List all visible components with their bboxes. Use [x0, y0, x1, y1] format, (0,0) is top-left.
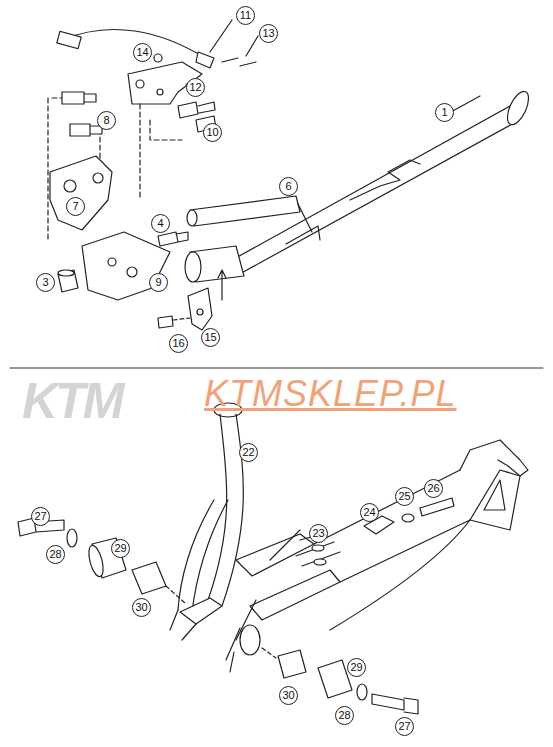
callout-number: 3	[36, 273, 55, 292]
washer	[67, 529, 77, 547]
stand-bracket	[50, 156, 112, 230]
return-spring	[190, 196, 300, 226]
washer	[402, 514, 414, 522]
callout-number: 28	[46, 545, 65, 564]
bolt	[62, 92, 96, 104]
assembly-line	[48, 98, 182, 240]
watermark: KTM	[22, 376, 121, 426]
screw	[158, 316, 173, 328]
callout-number: 15	[201, 328, 220, 347]
callout-number: 29	[111, 539, 130, 558]
callout-number: 9	[149, 273, 168, 292]
callout-number: 7	[66, 197, 85, 216]
callout-number: 27	[31, 507, 50, 526]
callout-number: 4	[151, 214, 170, 233]
callout-number: 16	[169, 334, 188, 353]
sensor-bracket	[188, 288, 212, 330]
screw	[222, 58, 256, 66]
stand-plate	[82, 232, 170, 300]
side-stand-switch	[196, 52, 214, 68]
stand-lever	[460, 440, 528, 476]
callout-number: 30	[279, 686, 298, 705]
callout-number: 10	[203, 123, 222, 142]
callout-number: 27	[395, 717, 414, 736]
spacer-sleeve	[132, 562, 166, 594]
callout-number: 13	[259, 24, 278, 43]
pin	[420, 498, 454, 516]
nut	[154, 54, 162, 62]
spacer-sleeve	[278, 650, 306, 678]
cable-plug	[57, 31, 81, 48]
callout-number: 24	[360, 503, 379, 522]
side-stand	[232, 106, 516, 276]
bushing	[58, 270, 78, 292]
callout-number: 30	[132, 598, 151, 617]
callout-number: 1	[435, 103, 454, 122]
leader-line	[210, 20, 232, 52]
callout-number: 28	[335, 706, 354, 725]
stand-foot	[503, 88, 533, 127]
callout-number: 11	[236, 6, 255, 25]
callout-number: 22	[239, 443, 258, 462]
watermark: KTMSKLEP.PL	[204, 376, 456, 412]
callout-number: 6	[279, 177, 298, 196]
callout-number: 26	[424, 479, 443, 498]
bolt	[70, 124, 102, 136]
callout-number: 8	[97, 111, 116, 130]
divider-line	[10, 367, 543, 368]
washer	[357, 684, 367, 700]
pivot-pin	[158, 232, 188, 246]
bolt	[178, 102, 215, 118]
bolt	[372, 694, 418, 714]
callout-number: 29	[347, 658, 366, 677]
leader-line	[246, 36, 258, 56]
center-stand	[208, 414, 243, 606]
hook	[350, 160, 420, 200]
callout-number: 14	[133, 43, 152, 62]
callout-number: 12	[186, 78, 205, 97]
callout-number: 23	[309, 524, 328, 543]
callout-number: 25	[395, 487, 414, 506]
